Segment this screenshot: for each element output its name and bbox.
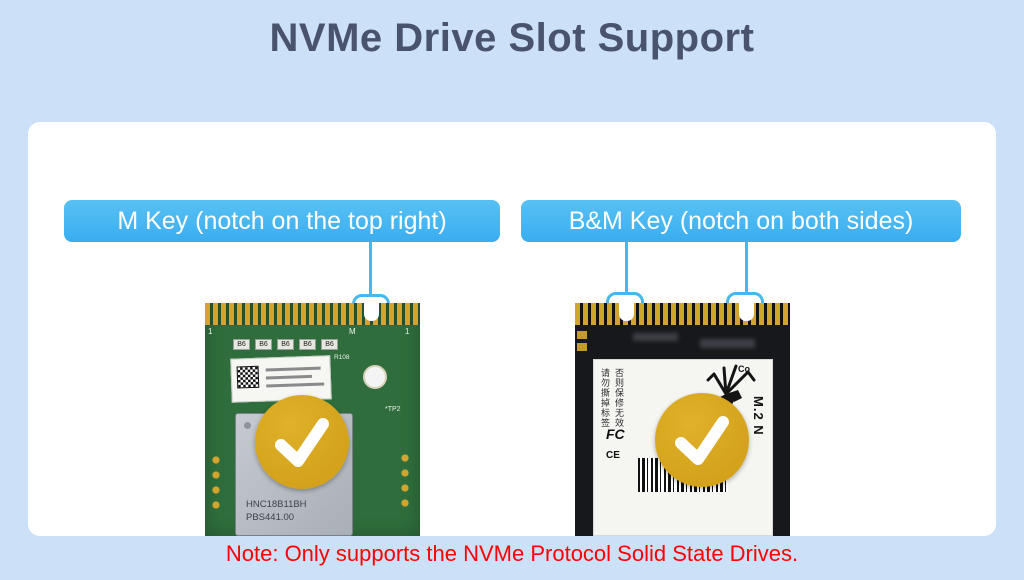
bm-key-label: B&M Key (notch on both sides) — [521, 200, 961, 242]
pin1-marker: 1 — [405, 327, 410, 336]
smd-components-row: B6 B6 B6 B6 B6 — [233, 339, 338, 350]
smd-component: B6 — [299, 339, 316, 350]
sticker-text-line — [265, 366, 321, 372]
m-key-notch — [364, 303, 379, 321]
callout-line-m — [369, 242, 372, 294]
sticker-text-line — [266, 382, 325, 388]
sticker-corner-label: Co — [738, 364, 750, 374]
mount-hole — [363, 365, 387, 389]
gold-pad — [577, 343, 587, 351]
key-letter-marker: M — [349, 327, 356, 336]
checkmark-icon — [255, 395, 349, 489]
page-title: NVMe Drive Slot Support — [269, 16, 755, 60]
gold-pad — [577, 331, 587, 339]
smd-component: B6 — [321, 339, 338, 350]
ce-mark: CE — [606, 450, 620, 461]
m2-side-label: M.2 N — [751, 396, 766, 436]
warning-text-column: 请勿撕掉标签 — [600, 368, 610, 428]
sticker-text-line — [265, 374, 312, 380]
callout-line-b-right — [745, 242, 748, 292]
qr-code-icon — [236, 365, 260, 389]
chip-pin1-dot — [244, 422, 251, 429]
resistor-label: R108 — [334, 354, 350, 361]
chip-part-number: HNC18B11BH PBS441.00 — [246, 499, 307, 525]
edge-connector-fingers — [575, 303, 790, 325]
chip-part-line1: HNC18B11BH — [246, 499, 307, 511]
pin1-marker: 1 — [208, 327, 213, 336]
edge-connector-fingers — [205, 303, 420, 325]
pcb-texture — [633, 333, 678, 341]
test-pads — [400, 451, 410, 513]
warning-text-column: 否则保修无效 — [614, 368, 624, 428]
callout-line-b-left — [625, 242, 628, 292]
pcb-texture — [700, 339, 755, 348]
content-panel: M Key (notch on the top right) B&M Key (… — [28, 122, 996, 536]
smd-component: B6 — [277, 339, 294, 350]
smd-component: B6 — [255, 339, 272, 350]
chip-part-line2: PBS441.00 — [246, 512, 295, 524]
m-key-notch — [739, 303, 754, 321]
checkmark-icon — [655, 393, 749, 487]
m-key-label: M Key (notch on the top right) — [64, 200, 500, 242]
test-pads — [211, 453, 221, 515]
smd-component: B6 — [233, 339, 250, 350]
b-key-notch — [619, 303, 634, 321]
testpoint-label: *TP2 — [385, 406, 401, 413]
note-text: Note: Only supports the NVMe Protocol So… — [225, 541, 799, 566]
fcc-mark: FC — [606, 426, 625, 442]
